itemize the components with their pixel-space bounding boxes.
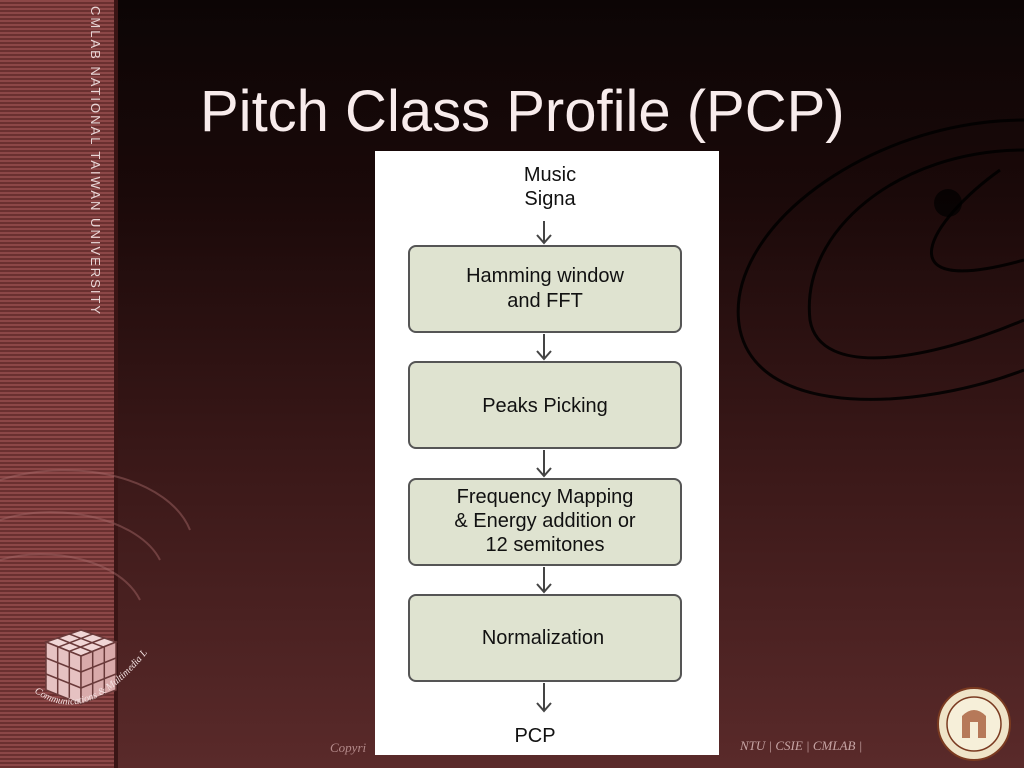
flow-arrow (536, 567, 552, 594)
step-box-frequency-mapping: Frequency Mapping & Energy addition or 1… (408, 478, 682, 566)
step-box-hamming-fft: Hamming window and FFT (408, 245, 682, 333)
flowchart: Music Signa Hamming window and FFT Peaks… (408, 164, 682, 747)
step-text: 12 semitones (486, 534, 605, 556)
flow-arrow (536, 683, 552, 713)
step-box-normalization: Normalization (408, 594, 682, 682)
flow-arrow (536, 334, 552, 361)
cube-logo-icon: Communications & Multimedia Lab (26, 612, 150, 707)
sidebar-edge (114, 0, 118, 768)
step-text: & Energy addition or (454, 510, 636, 532)
step-text: Normalization (482, 627, 604, 649)
step-text: Hamming window (466, 265, 624, 287)
input-label-line-1: Music (524, 164, 576, 186)
slide-title: Pitch Class Profile (PCP) (200, 79, 845, 144)
university-seal-icon (937, 687, 1011, 761)
input-label-line-2: Signa (524, 188, 576, 210)
flowchart-panel: Music Signa Hamming window and FFT Peaks… (375, 151, 719, 755)
footer-affiliation: NTU | CSIE | CMLAB | (740, 738, 863, 753)
step-text: and FFT (507, 290, 583, 312)
step-text: Frequency Mapping (457, 486, 634, 508)
step-text: Peaks Picking (482, 395, 608, 417)
output-label: PCP (514, 725, 555, 747)
flow-arrow (536, 221, 552, 245)
flow-arrow (536, 450, 552, 478)
footer-copyright: Copyri (330, 740, 367, 755)
step-box-peaks-picking: Peaks Picking (408, 361, 682, 449)
sidebar-tagline: CMLAB NATIONAL TAIWAN UNIVERSITY (88, 6, 103, 317)
